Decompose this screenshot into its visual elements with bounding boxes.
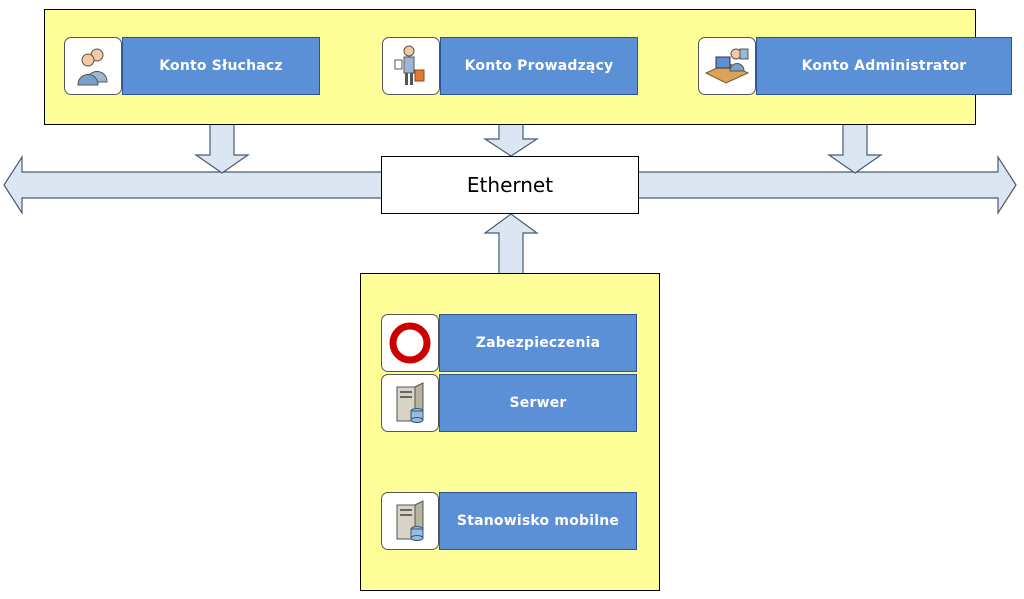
server-icon — [381, 492, 439, 550]
zabezpieczenia-label: Zabezpieczenia — [439, 314, 637, 372]
users-icon — [64, 37, 122, 95]
no-entry-icon — [381, 314, 439, 372]
admin-workstation-icon — [698, 37, 756, 95]
ethernet-label: Ethernet — [466, 173, 554, 197]
konto-administrator-label: Konto Administrator — [756, 37, 1012, 95]
presenter-icon — [382, 37, 440, 95]
konto-administrator-node: Konto Administrator — [698, 37, 1012, 95]
ethernet-bus-right-arrow — [636, 154, 1017, 216]
serwer-label: Serwer — [439, 374, 637, 432]
konto-sluchacz-label: Konto Słuchacz — [122, 37, 320, 95]
ethernet-bus-left-arrow — [3, 154, 384, 216]
stanowisko-mobilne-label: Stanowisko mobilne — [439, 492, 637, 550]
konto-prowadzacy-node: Konto Prowadzący — [382, 37, 638, 95]
konto-sluchacz-node: Konto Słuchacz — [64, 37, 320, 95]
stanowisko-mobilne-node: Stanowisko mobilne — [381, 492, 637, 550]
zabezpieczenia-node: Zabezpieczenia — [381, 314, 637, 372]
konto-prowadzacy-label: Konto Prowadzący — [440, 37, 638, 95]
ethernet-node: Ethernet — [381, 156, 639, 214]
server-icon — [381, 374, 439, 432]
serwer-node: Serwer — [381, 374, 637, 432]
